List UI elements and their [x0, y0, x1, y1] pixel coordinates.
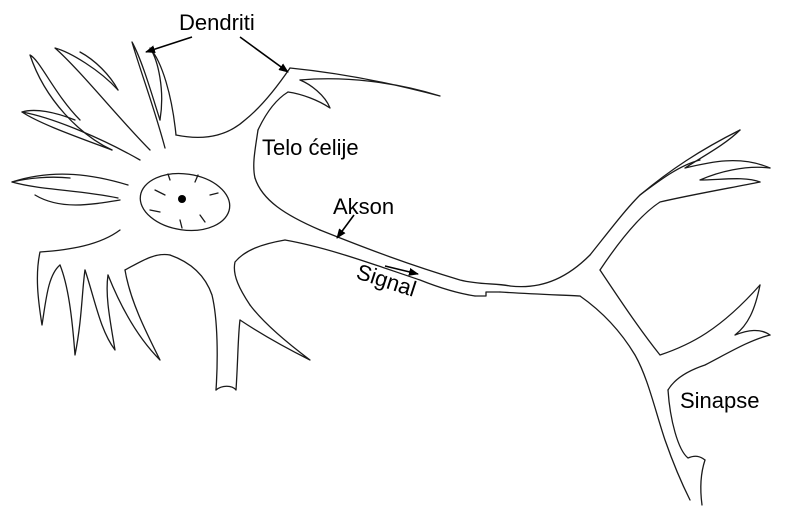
label-signal: Signal — [353, 259, 419, 302]
label-synapses: Sinapse — [680, 388, 760, 413]
axon-terminals-upper — [590, 130, 770, 270]
cell-body-outline — [255, 178, 320, 230]
dendrites-upper-right — [176, 68, 440, 178]
label-dendrites: Dendriti — [179, 10, 255, 35]
label-cell-body: Telo ćelije — [262, 135, 359, 160]
nucleus — [137, 168, 234, 236]
label-axon: Akson — [333, 194, 394, 219]
dendrite-arrows — [146, 37, 288, 72]
dendrites-lower — [37, 230, 310, 390]
axon — [285, 230, 590, 296]
